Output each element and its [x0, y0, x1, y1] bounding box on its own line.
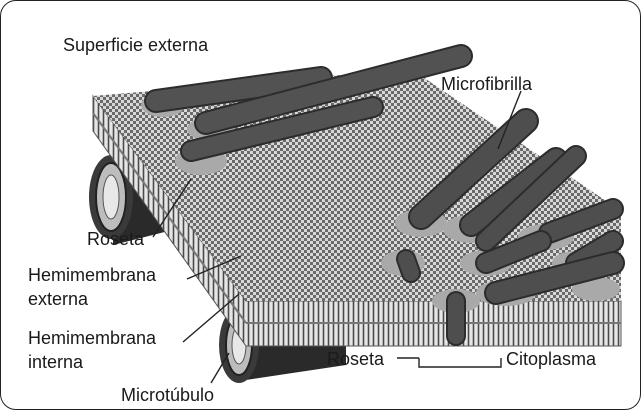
- citoplasma-bracket: [419, 358, 501, 367]
- label-hemimembrana-externa-1: Hemimembrana: [28, 265, 156, 285]
- label-microtubulo: Microtúbulo: [121, 385, 214, 405]
- label-roseta-left: Roseta: [87, 229, 144, 249]
- label-roseta-bottom: Roseta: [327, 349, 384, 369]
- label-hemimembrana-externa-2: externa: [28, 289, 88, 309]
- label-hemimembrana-interna-2: interna: [28, 352, 83, 372]
- label-citoplasma: Citoplasma: [506, 349, 596, 369]
- label-microfibrilla: Microfibrilla: [441, 74, 532, 94]
- label-superficie-externa: Superficie externa: [63, 35, 208, 55]
- label-hemimembrana-interna-1: Hemimembrana: [28, 328, 156, 348]
